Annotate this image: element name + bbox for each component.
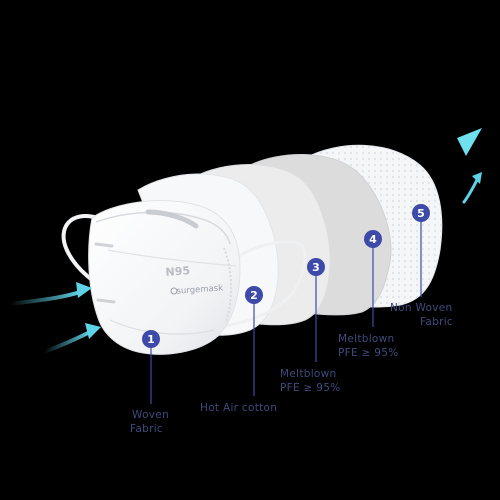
svg-text:2: 2 [250,289,258,302]
layer-label-4-line-2: PFE ≥ 95% [338,347,399,359]
layer-label-4: Meltblown PFE ≥ 95% [338,332,399,360]
n95-mask-front [61,200,241,355]
layer-label-2: Hot Air cotton [200,401,277,415]
layer-label-2-line-1: Hot Air cotton [200,402,278,414]
layer-badge-3: 3 [307,258,325,276]
airflow-arrow-icon [457,128,482,156]
layer-badge-4: 4 [364,230,382,248]
airflow-arrow-icon [462,172,482,204]
layer-badge-5: 5 [412,204,430,222]
layer-label-1-line-2: Fabric [130,423,163,435]
leader-lines [150,221,422,404]
airflow-arrow-icon [8,282,92,306]
svg-text:5: 5 [417,207,425,220]
ear-loop [224,240,307,328]
svg-text:4: 4 [369,233,377,246]
layer-label-5-line-2: Fabric [420,316,453,328]
layer-label-3-line-1: Meltblown [280,368,337,380]
airflow-arrow-icon [42,323,101,354]
layer-label-5-line-1: Non Woven [390,302,453,314]
mask-print-brand: surgemask [176,283,223,296]
mask-print-n95: N95 [165,264,190,279]
layer-label-5: Non Woven Fabric [390,301,453,329]
layer-badge-2: 2 [245,286,263,304]
layer-label-3-line-2: PFE ≥ 95% [280,382,341,394]
layer-label-3: Meltblown PFE ≥ 95% [280,367,341,395]
brand-mark-icon [170,287,178,295]
layer-label-1: Woven Fabric [130,408,170,436]
layer-label-1-line-1: Woven [132,409,170,421]
svg-text:1: 1 [147,333,155,346]
svg-text:3: 3 [312,261,320,274]
layer-label-4-line-1: Meltblown [338,333,395,345]
layer-badge-1: 1 [142,330,160,348]
